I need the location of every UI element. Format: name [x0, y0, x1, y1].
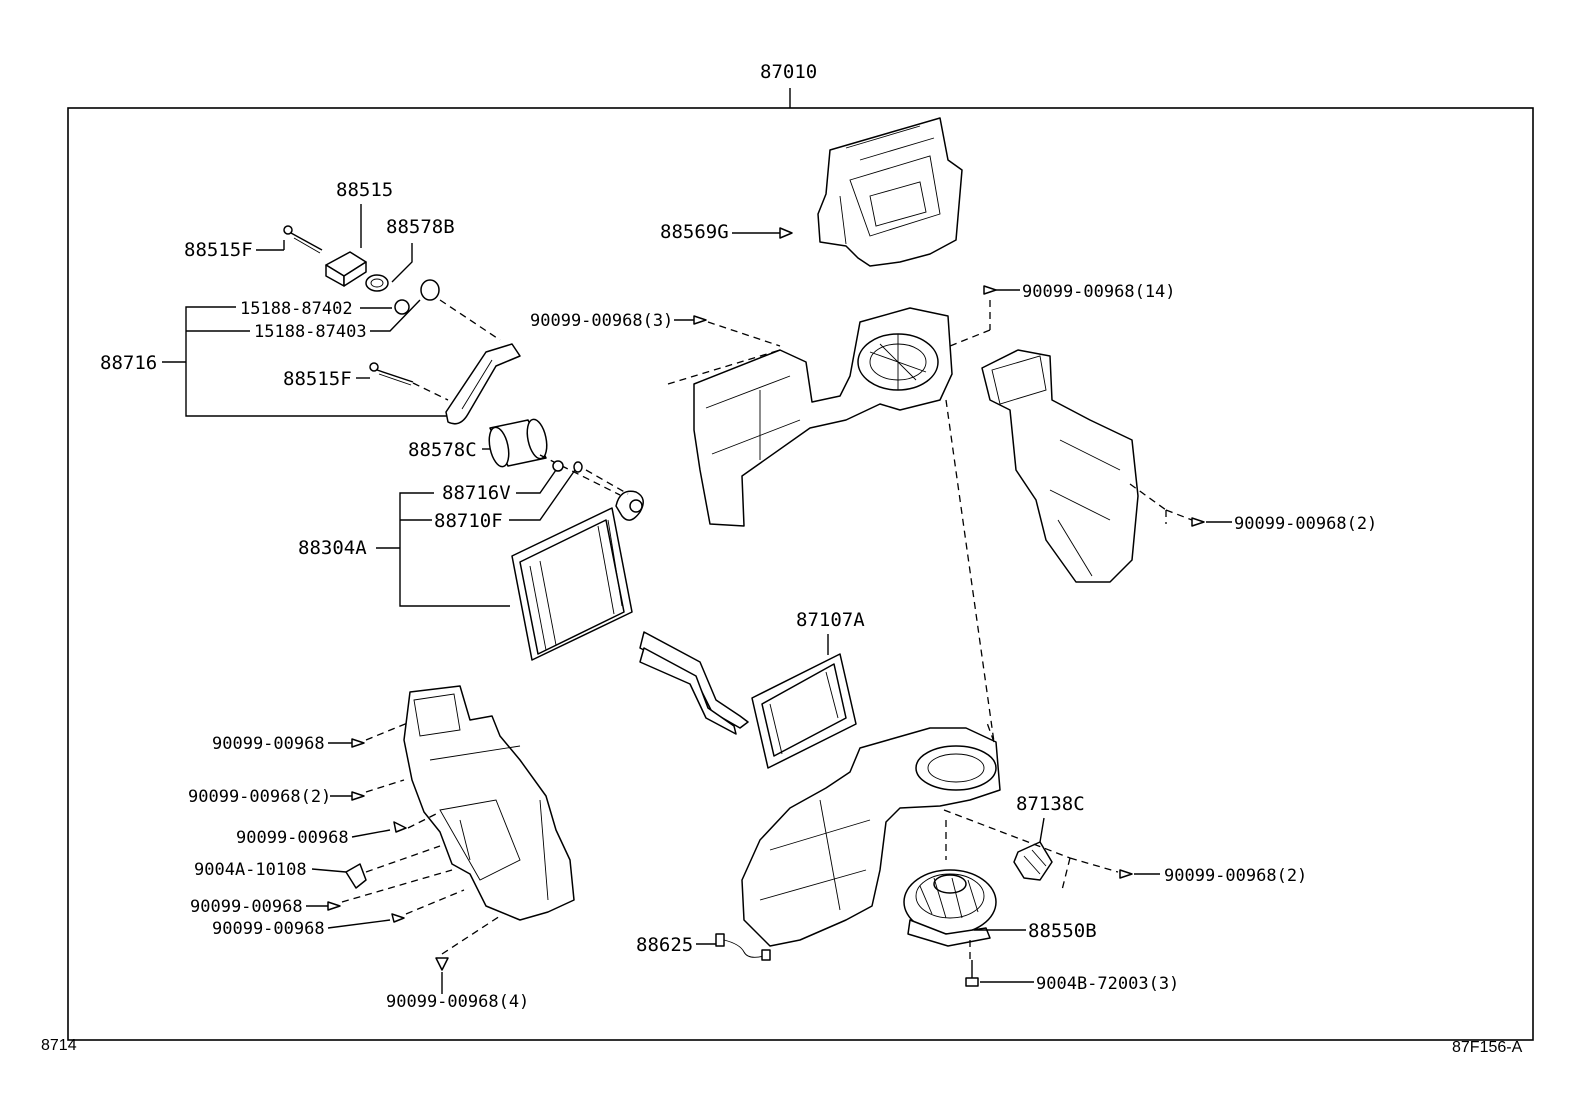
assembly-label[interactable]: 87010	[760, 61, 817, 83]
label-90099-00968-b[interactable]: 90099-00968	[236, 828, 349, 848]
label-90099-00968-4[interactable]: 90099-00968(4)	[386, 992, 529, 1012]
heater-core-icon	[639, 631, 857, 769]
o-ring-icon	[420, 279, 440, 301]
screw-icon	[327, 901, 341, 911]
screw-icon	[351, 738, 365, 748]
label-9004A-10108[interactable]: 9004A-10108	[194, 860, 307, 880]
footer-right-code: 87F156-A	[1452, 1039, 1523, 1056]
label-88550B[interactable]: 88550B	[1028, 920, 1097, 942]
label-88716[interactable]: 88716	[100, 352, 157, 374]
screw-icon	[391, 913, 405, 923]
upper-case-icon	[817, 117, 963, 267]
label-88515[interactable]: 88515	[336, 179, 393, 201]
washer-icon	[573, 461, 583, 473]
gasket-icon	[365, 274, 389, 292]
label-88710F[interactable]: 88710F	[434, 510, 503, 532]
screw-icon	[965, 960, 979, 987]
label-90099-00968-c[interactable]: 90099-00968	[190, 897, 303, 917]
evaporator-core-icon	[511, 469, 644, 661]
screw-icon	[435, 957, 449, 971]
label-90099-00968-3[interactable]: 90099-00968(3)	[530, 311, 673, 331]
temperature-sensor-icon	[715, 933, 771, 961]
blower-resistor-icon	[1013, 841, 1053, 881]
footer-left-code: 8714	[41, 1037, 77, 1054]
label-88569G[interactable]: 88569G	[660, 221, 729, 243]
bracket-88304A	[399, 492, 510, 607]
screw-icon	[393, 821, 407, 833]
label-88515F-mid[interactable]: 88515F	[283, 368, 352, 390]
label-87107A[interactable]: 87107A	[796, 609, 865, 631]
label-90099-00968-d[interactable]: 90099-00968	[212, 919, 325, 939]
screw-icon	[983, 285, 997, 295]
screw-icon	[351, 791, 365, 801]
screw-icon	[1119, 869, 1133, 879]
o-ring-icon	[394, 299, 410, 315]
heater-case-icon	[403, 685, 575, 921]
expansion-valve-group: 88515 88578B 88515F 15188-87402 15188-87…	[100, 179, 621, 607]
label-87138C[interactable]: 87138C	[1016, 793, 1085, 815]
screw-icon	[779, 227, 793, 239]
label-90099-00968-2-blower[interactable]: 90099-00968(2)	[1164, 866, 1307, 886]
bolt-icon	[369, 362, 414, 386]
pipe-fitting-icon	[445, 343, 521, 425]
label-9004B-72003-3[interactable]: 9004B-72003(3)	[1036, 974, 1179, 994]
label-15188-87402[interactable]: 15188-87402	[240, 299, 353, 319]
blower-motor-icon	[903, 869, 997, 947]
label-90099-00968-2-left[interactable]: 90099-00968(2)	[188, 787, 331, 807]
assembly-frame	[67, 107, 1534, 1041]
cylinder-icon	[488, 418, 548, 468]
air-duct-icon	[981, 349, 1139, 583]
label-88304A[interactable]: 88304A	[298, 537, 367, 559]
screw-icon	[1191, 517, 1205, 527]
label-88625[interactable]: 88625	[636, 934, 693, 956]
bolt-icon	[283, 225, 323, 254]
label-88578B[interactable]: 88578B	[386, 216, 455, 238]
screw-icon	[693, 315, 707, 325]
blower-lower-case-icon	[741, 727, 1001, 947]
sensor-icon	[325, 251, 367, 287]
washer-icon	[552, 460, 564, 472]
label-88578C[interactable]: 88578C	[408, 439, 477, 461]
upper-case-center-icon	[693, 307, 953, 527]
label-90099-00968-2-right[interactable]: 90099-00968(2)	[1234, 514, 1377, 534]
label-88716V[interactable]: 88716V	[442, 482, 511, 504]
label-90099-00968-a[interactable]: 90099-00968	[212, 734, 325, 754]
clip-icon	[345, 863, 367, 889]
label-90099-00968-14[interactable]: 90099-00968(14)	[1022, 282, 1176, 302]
label-88515F-top[interactable]: 88515F	[184, 239, 253, 261]
label-15188-87403[interactable]: 15188-87403	[254, 322, 367, 342]
